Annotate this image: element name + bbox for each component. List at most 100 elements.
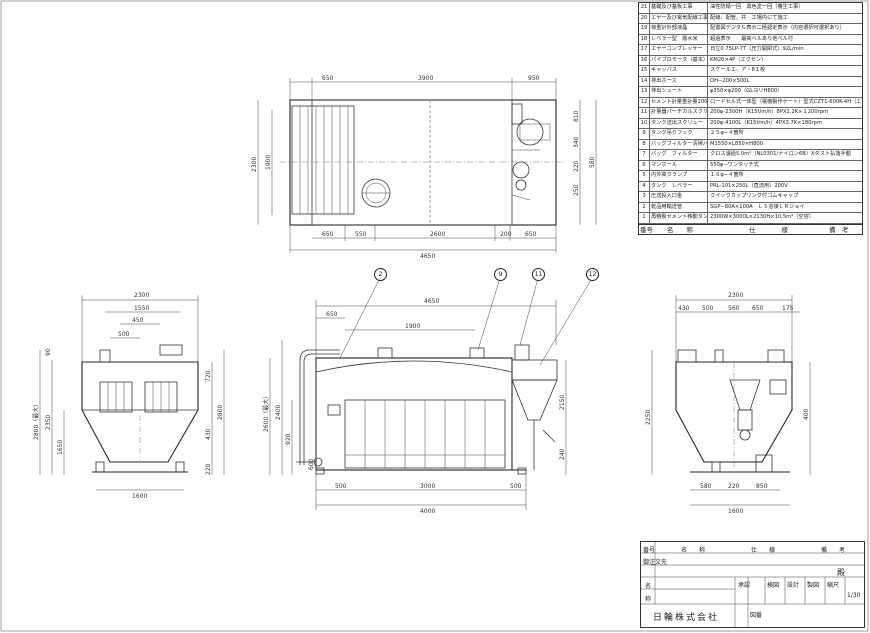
dim-front-top-mid: 1900 bbox=[405, 323, 420, 330]
dim-top-right-c: 220 bbox=[573, 160, 580, 172]
tb-header-spec: 仕 様 bbox=[751, 547, 776, 554]
part-name: 計量器パーチカルスクリュー bbox=[650, 108, 708, 118]
part-name: エヤーコンプレッサー bbox=[650, 45, 708, 55]
dim-front-left-h3: 920 bbox=[285, 433, 292, 445]
dim-top-bottom-a: 650 bbox=[322, 231, 334, 238]
dim-right-b: 500 bbox=[702, 305, 714, 312]
part-spec: φ350×φ200（GLヨリH800） bbox=[710, 88, 783, 94]
dim-left-base: 1600 bbox=[132, 493, 147, 500]
part-number: 4 bbox=[639, 181, 650, 192]
dim-right-e: 175 bbox=[782, 305, 794, 312]
part-number: 21 bbox=[639, 3, 650, 13]
dim-front-left-h1: 2400 bbox=[275, 405, 282, 420]
parts-header-name: 名 称 bbox=[667, 226, 693, 234]
dim-left-h2: 1650 bbox=[57, 440, 64, 455]
dim-right-b1: 580 bbox=[700, 483, 712, 490]
part-number: 10 bbox=[639, 118, 650, 129]
tb-field-approve: 承認 bbox=[738, 582, 751, 589]
dim-front-right-h2: 240 bbox=[559, 448, 566, 460]
part-spec: M1550×L850×H800 bbox=[710, 140, 763, 147]
part-number: 15 bbox=[639, 66, 650, 76]
balloon-leaders bbox=[339, 277, 593, 366]
dim-front-overall-top: 4650 bbox=[424, 298, 439, 305]
balloon-11: 11 bbox=[532, 268, 545, 281]
part-spec: 日立0.75LP-7T（圧力開閉式）92L/min bbox=[710, 46, 804, 52]
part-name: キャッパス bbox=[650, 66, 708, 76]
part-number: 2 bbox=[639, 202, 650, 213]
part-name: パイプロモータ（基本） bbox=[650, 55, 708, 66]
parts-list-row: 8バッグフィルター清掃ハッチM1550×L850×H800 bbox=[639, 139, 862, 151]
dim-top-right-b: 340 bbox=[573, 136, 580, 148]
dim-left-h5: 720 bbox=[205, 370, 212, 382]
parts-header-note: 備 考 bbox=[829, 226, 849, 234]
part-spec: 550φ−ワンタッチ式 bbox=[710, 161, 759, 168]
part-spec: ２５φ−４箇所 bbox=[710, 130, 744, 136]
part-name: 排出ホース bbox=[650, 76, 708, 87]
part-number: 11 bbox=[639, 108, 650, 118]
dim-left-c: 500 bbox=[118, 331, 130, 338]
parts-header-spec: 仕 様 bbox=[749, 226, 788, 234]
dim-left-b: 450 bbox=[132, 317, 144, 324]
dim-top-bottom-c: 2600 bbox=[430, 231, 445, 238]
part-spec: PRL-101×250L（直流用）200V bbox=[710, 182, 788, 189]
dim-left-a: 1550 bbox=[134, 305, 149, 312]
dim-right-f: 400 bbox=[803, 408, 810, 420]
tb-field-design: 設計 bbox=[787, 582, 800, 589]
dim-front-left-h4: 600 bbox=[308, 458, 315, 470]
dim-front-bottom-c: 500 bbox=[510, 483, 522, 490]
part-name: マンホール bbox=[650, 160, 708, 171]
dim-front-left-h2: 2600（最大） bbox=[262, 393, 270, 432]
tb-field-check: 検図 bbox=[767, 582, 780, 589]
tb-field-draft: 製図 bbox=[807, 582, 820, 589]
parts-list-header: 番号 名 称 仕 様 備 考 bbox=[639, 224, 862, 235]
part-number: 8 bbox=[639, 139, 650, 150]
dim-right-a: 430 bbox=[678, 305, 690, 312]
part-name: 排出シュート bbox=[650, 87, 708, 97]
dim-right-h-overall: 2250 bbox=[645, 410, 652, 425]
dim-front-bottom-a: 500 bbox=[335, 483, 347, 490]
part-name: レベラー型 層水米 bbox=[650, 34, 708, 45]
right-side-view bbox=[651, 295, 811, 506]
dim-right-b2: 220 bbox=[728, 483, 740, 490]
part-number: 5 bbox=[639, 171, 650, 181]
dim-right-b3: 850 bbox=[756, 483, 768, 490]
dim-left-h3: 220 bbox=[205, 463, 212, 475]
dim-front-right-h1: 2150 bbox=[559, 395, 566, 410]
dim-left-h1: 2350 bbox=[45, 415, 52, 430]
part-number: 9 bbox=[639, 129, 650, 139]
part-number: 3 bbox=[639, 192, 650, 202]
dim-front-bottom-b: 3000 bbox=[420, 483, 435, 490]
part-name: 基礎及び基板工事 bbox=[650, 3, 708, 13]
balloon-9: 9 bbox=[494, 268, 507, 281]
parts-list-row: 11計量器パーチカルスクリュー200φ-2300H（K15t/m/h）8PX2.… bbox=[639, 108, 862, 119]
dim-left-h7: 430 bbox=[205, 428, 212, 440]
dim-right-c: 560 bbox=[728, 305, 740, 312]
part-number: 7 bbox=[639, 150, 650, 160]
dim-right-base: 1600 bbox=[728, 508, 743, 515]
dim-top-overall: 4650 bbox=[420, 253, 435, 260]
dim-top-left: 650 bbox=[322, 75, 334, 82]
tb-scale: 1/30 bbox=[847, 592, 861, 599]
part-number: 17 bbox=[639, 45, 650, 55]
part-spec: 油性防錆一回 黒色塗一回（養生工事） bbox=[710, 4, 804, 10]
dim-right-top: 2300 bbox=[728, 292, 743, 299]
tb-drawing-no-label: 図番 bbox=[750, 612, 763, 619]
dim-left-h4: 90 bbox=[45, 348, 52, 356]
dim-top-right-d: 250 bbox=[573, 184, 580, 196]
part-spec: １６φ−４箇所 bbox=[710, 172, 744, 178]
left-side-view bbox=[39, 295, 225, 491]
dim-top-right: 950 bbox=[528, 75, 540, 82]
